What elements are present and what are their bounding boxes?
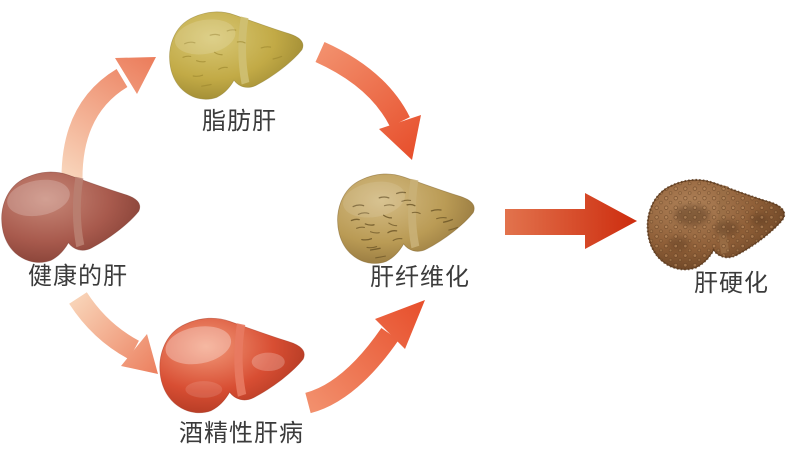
alcoholic-liver-icon	[159, 317, 305, 414]
label-fatty-liver: 脂肪肝	[202, 108, 277, 135]
arrow-healthy-to-alcoholic	[69, 292, 158, 374]
label-alcoholic-liver-disease: 酒精性肝病	[179, 420, 304, 447]
arrow-fatty-to-fibrosis	[315, 41, 421, 160]
arrow-healthy-to-fatty	[61, 57, 156, 179]
fatty-liver-icon	[169, 11, 304, 100]
label-healthy-liver: 健康的肝	[28, 263, 128, 290]
cirrhosis-liver-icon	[646, 178, 786, 271]
label-liver-fibrosis: 肝纤维化	[370, 264, 470, 291]
arrow-fibrosis-to-cirrhosis	[505, 193, 637, 249]
fibrosis-liver-icon	[337, 173, 475, 264]
arrow-alcoholic-to-fibrosis	[304, 300, 425, 414]
healthy-liver-icon	[1, 171, 141, 263]
label-cirrhosis: 肝硬化	[694, 270, 769, 297]
